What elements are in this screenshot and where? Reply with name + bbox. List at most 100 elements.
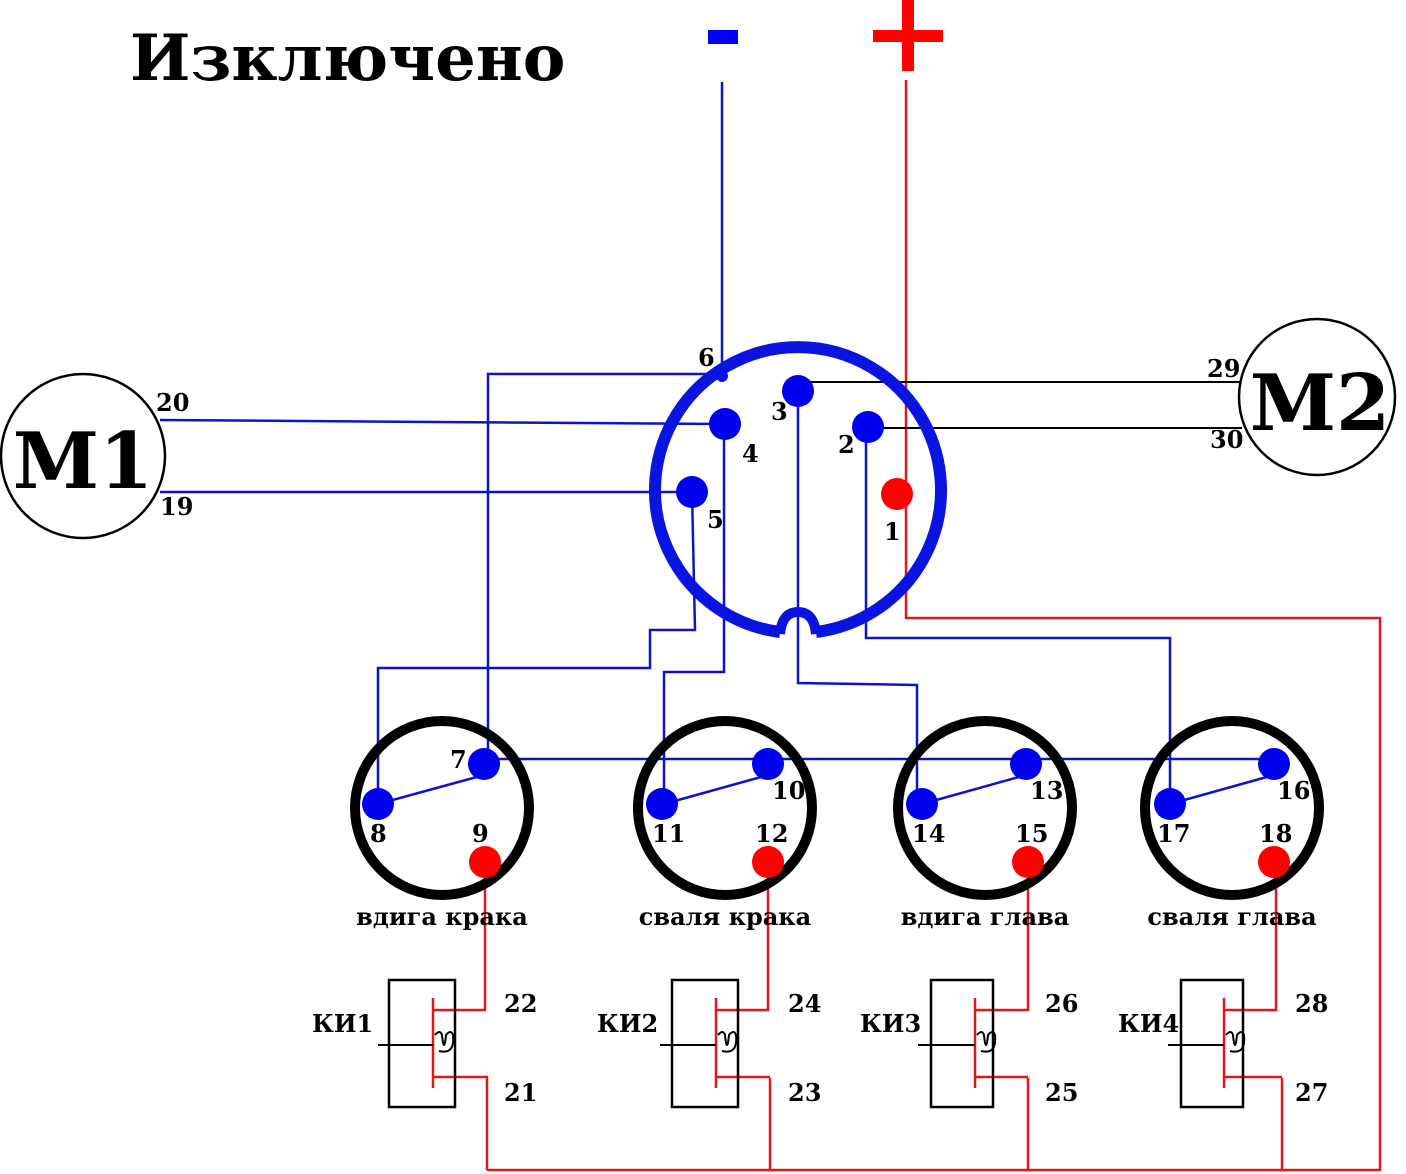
pin-label-3: 3 (771, 397, 788, 426)
limit-switch-ki3: КИ3 26 25 (860, 978, 1078, 1109)
connector-key (775, 606, 821, 635)
switch-body (670, 978, 740, 1109)
plus-sign-icon-v (902, 0, 914, 71)
switch-terminal-lower: 25 (1045, 1078, 1078, 1107)
pin-label-14: 14 (912, 819, 945, 848)
positive-bus (487, 80, 1382, 1172)
wire-21 (433, 1075, 489, 1170)
minus-sign-icon (708, 30, 738, 44)
switch-terminal-lower: 21 (504, 1078, 537, 1107)
link-8-7 (377, 773, 485, 806)
pin-5-contact (676, 476, 708, 508)
spring-icon (976, 1031, 997, 1053)
wire-20-4 (159, 418, 725, 426)
wire-9-22 (433, 862, 487, 1012)
wire-3-14 (796, 392, 919, 804)
button-caption: вдига глава (901, 902, 1070, 931)
pin-6-contact (716, 370, 728, 382)
pin-18-contact (1258, 846, 1290, 878)
motor-m1-label: M1 (13, 416, 154, 507)
wire-5-8 (376, 491, 697, 804)
pin-label-9: 9 (472, 819, 489, 848)
pin-3-contact (782, 375, 814, 407)
switch-terminal-upper: 24 (788, 989, 821, 1018)
pin-label-7: 7 (450, 745, 467, 774)
pin-2-contact (852, 411, 884, 443)
main-connector: 6 3 2 4 5 1 (649, 341, 947, 638)
pin-label-4: 4 (742, 439, 759, 468)
pin-15-contact (1012, 846, 1044, 878)
m1-terminal-19: 19 (160, 492, 193, 521)
pin-label-8: 8 (370, 819, 387, 848)
switch-label: КИ2 (597, 1009, 658, 1038)
pin-7-contact (468, 748, 500, 780)
wire-18-28 (1224, 862, 1278, 1012)
pin-label-15: 15 (1015, 819, 1048, 848)
link-17-16 (1169, 773, 1275, 806)
connector-ring (649, 341, 947, 638)
link-14-13 (921, 773, 1027, 806)
pin-17-contact (1154, 788, 1186, 820)
plus-terminal (873, 0, 943, 71)
pin-label-17: 17 (1157, 819, 1190, 848)
button-caption: сваля крака (639, 902, 811, 931)
wire-4-11 (662, 424, 726, 804)
positive-wiring (431, 80, 1382, 1172)
switch-body (929, 978, 995, 1109)
motor-m2-body (1237, 317, 1397, 477)
pin-label-11: 11 (652, 819, 685, 848)
negative-wiring (159, 82, 1276, 806)
m2-terminal-30: 30 (1210, 425, 1243, 454)
m2-terminal-29: 29 (1207, 354, 1240, 383)
button-ring (1140, 716, 1324, 900)
pin-11-contact (646, 788, 678, 820)
button-raise-head[interactable]: 13 14 15 вдига глава (893, 716, 1077, 931)
pin-4-contact (709, 408, 741, 440)
switch-label: КИ4 (1118, 1009, 1179, 1038)
pin-9-contact (469, 846, 501, 878)
limit-switch-ki2: КИ2 24 23 (597, 978, 821, 1109)
pin-16-contact (1258, 748, 1290, 780)
pin-label-12: 12 (755, 819, 788, 848)
wire-6-7 (486, 372, 722, 762)
pin-label-6: 6 (698, 343, 715, 372)
switch-body (387, 978, 457, 1109)
switch-terminal-lower: 23 (788, 1078, 821, 1107)
pin-label-1: 1 (884, 517, 901, 546)
switch-label: КИ3 (860, 1009, 921, 1038)
button-raise-legs[interactable]: 7 8 9 вдига крака (350, 716, 534, 931)
motor-m1: M1 20 19 (0, 372, 193, 540)
pin-12-contact (752, 846, 784, 878)
switch-terminal-lower: 27 (1295, 1078, 1328, 1107)
pin-label-10: 10 (772, 776, 805, 805)
spring-icon (717, 1031, 738, 1053)
limit-switch-ki4: КИ4 28 27 (1118, 978, 1328, 1109)
button-lower-legs[interactable]: 10 11 12 сваля крака (633, 716, 817, 931)
spring-icon (1225, 1031, 1246, 1053)
pin-13-contact (1010, 748, 1042, 780)
button-caption: вдига крака (356, 902, 528, 931)
minus-terminal (708, 30, 738, 44)
pin-8-contact (362, 788, 394, 820)
wire-2-17 (864, 428, 1172, 804)
pin-label-2: 2 (838, 430, 855, 459)
motor-m2-label: M2 (1250, 358, 1391, 449)
button-lower-head[interactable]: 16 17 18 сваля глава (1140, 716, 1324, 931)
pin-14-contact (906, 788, 938, 820)
motor-m2: M2 29 30 (1207, 317, 1397, 477)
pin-label-5: 5 (707, 505, 724, 534)
diagram-title: Изключено (130, 21, 565, 96)
switch-terminal-upper: 28 (1295, 989, 1328, 1018)
pin-10-contact (752, 748, 784, 780)
button-ring (633, 716, 817, 900)
motor-m1-body (0, 372, 167, 540)
limit-switch-ki1: КИ1 22 21 (312, 978, 537, 1109)
spring-icon (434, 1031, 455, 1053)
pin-1-contact (881, 478, 913, 510)
pin-label-13: 13 (1030, 776, 1063, 805)
m1-terminal-20: 20 (156, 388, 189, 417)
link-11-10 (663, 773, 769, 806)
button-ring (350, 716, 534, 900)
button-ring (893, 716, 1077, 900)
